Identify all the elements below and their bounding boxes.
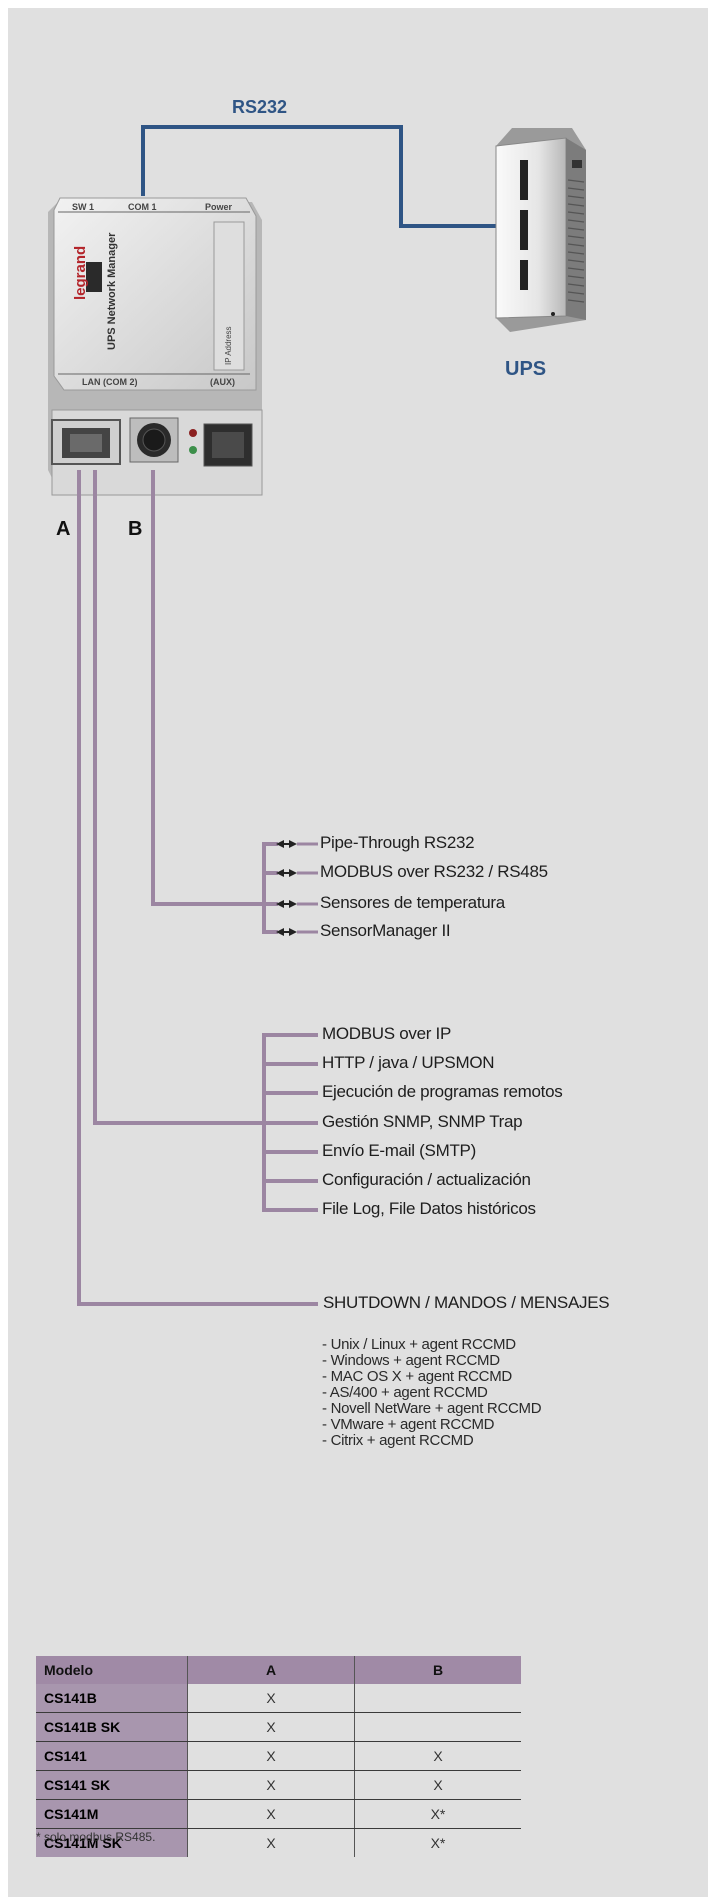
os-list-item: - Unix / Linux + agent RCCMD	[322, 1336, 516, 1353]
table-header-row: Modelo A B	[36, 1656, 521, 1684]
os-list-item: - Windows + agent RCCMD	[322, 1352, 500, 1369]
b-cell: X*	[354, 1799, 521, 1829]
table-row: CS141 SK X X	[36, 1770, 521, 1800]
model-cell: CS141	[36, 1741, 188, 1771]
shutdown-title: SHUTDOWN / MANDOS / MENSAJES	[323, 1293, 610, 1312]
os-list-item: - Citrix + agent RCCMD	[322, 1432, 474, 1449]
header-modelo: Modelo	[36, 1656, 188, 1684]
table-row: CS141M SK X X*	[36, 1828, 521, 1857]
b-cell	[354, 1684, 521, 1713]
a-cell: X	[187, 1799, 355, 1829]
models-table: Modelo A B CS141B X CS141B SK X CS141 X …	[36, 1656, 521, 1857]
b-cell: X	[354, 1741, 521, 1771]
table-row: CS141B X	[36, 1684, 521, 1713]
lan-feature-item: File Log, File Datos históricos	[322, 1199, 536, 1218]
os-list-item: - MAC OS X + agent RCCMD	[322, 1368, 512, 1385]
lan-feature-item: Configuración / actualización	[322, 1170, 531, 1189]
b-cell	[354, 1712, 521, 1742]
rs232-label: RS232	[232, 97, 288, 117]
lan-feature-item: MODBUS over IP	[322, 1024, 451, 1043]
header-b: B	[354, 1656, 521, 1684]
bracket-b	[262, 842, 278, 934]
port-b-label: B	[128, 518, 143, 540]
device-lan-label: LAN (COM 2)	[82, 377, 138, 387]
device-top-port-power: Power	[205, 202, 233, 212]
b-cell: X*	[354, 1828, 521, 1857]
b-cell: X	[354, 1770, 521, 1800]
port-a-label: A	[56, 518, 71, 540]
com-feature-item: Sensores de temperatura	[320, 893, 505, 912]
device-aux-label: (AUX)	[210, 377, 235, 387]
model-cell: CS141M	[36, 1799, 188, 1829]
bracket-lan	[262, 1033, 318, 1212]
os-list-item: - Novell NetWare + agent RCCMD	[322, 1400, 542, 1417]
com-feature-item: Pipe-Through RS232	[320, 833, 475, 852]
lan-feature-item: Gestión SNMP, SNMP Trap	[322, 1112, 523, 1131]
lan-feature-item: Ejecución de programas remotos	[322, 1082, 563, 1101]
cable-a	[77, 470, 318, 1306]
com-feature-item: MODBUS over RS232 / RS485	[320, 862, 548, 881]
com-feature-item: SensorManager II	[320, 921, 451, 940]
table-row: CS141M X X*	[36, 1799, 521, 1829]
model-cell: CS141M SK	[36, 1828, 188, 1857]
a-cell: X	[187, 1712, 355, 1742]
a-cell: X	[187, 1828, 355, 1857]
a-cell: X	[187, 1684, 355, 1713]
os-list-item: - AS/400 + agent RCCMD	[322, 1384, 488, 1401]
a-cell: X	[187, 1770, 355, 1800]
network-manager-device	[48, 197, 263, 496]
device-ip-label: IP Address	[224, 326, 233, 365]
device-model-text: UPS Network Manager	[106, 232, 118, 350]
ups-label: UPS	[505, 358, 547, 380]
model-cell: CS141B	[36, 1684, 188, 1713]
legrand-logo: legrand	[72, 245, 89, 300]
lan-feature-item: HTTP / java / UPSMON	[322, 1053, 495, 1072]
os-list-item: - VMware + agent RCCMD	[322, 1416, 495, 1433]
cable-b	[151, 470, 264, 906]
device-top-port-sw1: SW 1	[72, 202, 95, 212]
lan-feature-item: Envío E-mail (SMTP)	[322, 1141, 476, 1160]
table-row: CS141 X X	[36, 1741, 521, 1771]
cable-lan	[93, 470, 264, 1125]
double-arrows-b	[276, 840, 297, 936]
device-top-port-com1: COM 1	[128, 202, 157, 212]
rs232-cable	[141, 125, 497, 228]
ups-cabinet	[495, 128, 586, 332]
footnote: * solo modbus RS485.	[36, 1830, 156, 1844]
model-cell: CS141 SK	[36, 1770, 188, 1800]
model-cell: CS141B SK	[36, 1712, 188, 1742]
a-cell: X	[187, 1741, 355, 1771]
table-row: CS141B SK X	[36, 1712, 521, 1742]
header-a: A	[187, 1656, 355, 1684]
